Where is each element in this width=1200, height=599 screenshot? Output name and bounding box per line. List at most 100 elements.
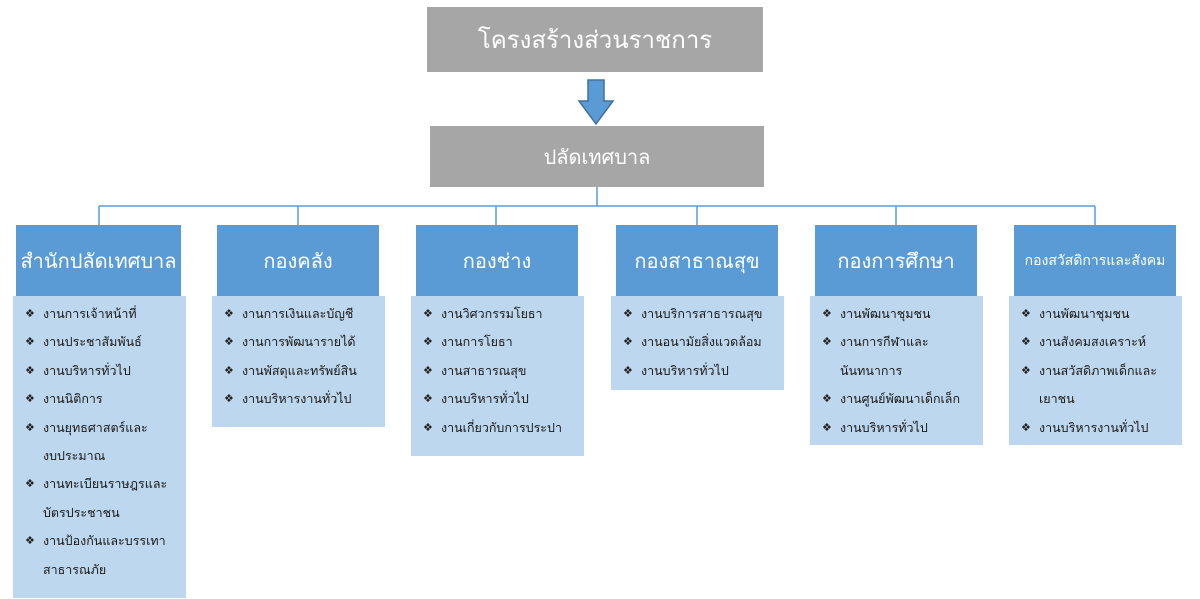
department-name: สำนักปลัดเทศบาล [20, 248, 177, 273]
department-header: กองคลัง [217, 225, 379, 296]
task-item: ❖ งานการพัฒนารายได้ [224, 328, 379, 356]
task-item: ❖ งานบริการสาธารณสุข [623, 300, 778, 328]
task-label: งานประชาสัมพันธ์ [43, 334, 142, 350]
task-label: งานนิติการ [43, 391, 103, 407]
task-label: งานการโยธา [441, 334, 513, 350]
task-label: งานบริการสาธารณสุข [641, 306, 763, 321]
task-label: งานพัฒนาชุมชน [840, 306, 931, 321]
task-item: ❖ งานทะเบียนราษฎรและ บัตรประชาชน [25, 470, 180, 527]
task-label: งานบริหารทั่วไป [840, 419, 928, 435]
task-item: ❖ งานสังคมสงเคราะห์ [1021, 328, 1176, 356]
task-item: ❖ งานศูนย์พัฒนาเด็กเล็ก [822, 385, 977, 413]
task-item: ❖ งานพัสดุและทรัพย์สิน [224, 357, 379, 385]
diamond-bullet-icon: ❖ [224, 307, 234, 320]
task-item: ❖ งานป้องกันและบรรเทา สาธารณภัย [25, 527, 180, 584]
task-item: ❖ งานเกี่ยวกับการประปา [423, 414, 578, 442]
task-item: ❖ งานพัฒนาชุมชน [1021, 300, 1176, 328]
task-label: งานบริหารงานทั่วไป [242, 391, 352, 407]
diamond-bullet-icon: ❖ [25, 363, 35, 377]
task-item: ❖งานการเจ้าหน้าที่ [25, 300, 180, 328]
task-label: งานการพัฒนารายได้ [242, 334, 356, 350]
diamond-bullet-icon: ❖ [822, 335, 832, 349]
task-label: งานพัฒนาชุมชน [1039, 306, 1130, 321]
task-label: งานการเจ้าหน้าที่ [43, 306, 137, 321]
department-header: กองสวัสดิการและสังคม [1014, 225, 1176, 296]
diamond-bullet-icon: ❖ [423, 420, 433, 434]
task-label: งานบริหารทั่วไป [641, 362, 729, 378]
diamond-bullet-icon: ❖ [423, 363, 433, 377]
task-item: ❖ งานนิติการ [25, 385, 180, 413]
department-name: กองช่าง [462, 248, 532, 273]
task-panel: ❖งานการเจ้าหน้าที่ ❖งานประชาสัมพันธ์ ❖งา… [13, 296, 186, 598]
diamond-bullet-icon: ❖ [25, 420, 35, 434]
diamond-bullet-icon: ❖ [623, 335, 633, 349]
diamond-bullet-icon: ❖ [822, 420, 832, 434]
task-label: งานบริหารทั่วไป [43, 362, 131, 378]
task-label: งานบริหารงานทั่วไป [1039, 419, 1149, 435]
task-label: งานพัสดุและทรัพย์สิน [242, 362, 357, 378]
task-label: งานการเงินและบัญชี [242, 306, 354, 321]
task-label: งานป้องกันและบรรเทา สาธารณภัย [43, 533, 166, 577]
diamond-bullet-icon: ❖ [423, 307, 433, 320]
diamond-bullet-icon: ❖ [822, 307, 832, 320]
head-position-label: ปลัดเทศบาล [543, 144, 651, 169]
chart-title: โครงสร้างส่วนราชการ [477, 26, 713, 54]
task-label: งานวิศวกรรมโยธา [441, 306, 543, 321]
task-label: งานอนามัยสิ่งแวดล้อม [641, 334, 762, 350]
head-position-box: ปลัดเทศบาล [430, 126, 764, 187]
diamond-bullet-icon: ❖ [623, 307, 633, 320]
task-panel: ❖งานพัฒนาชุมชน ❖งานการกีฬาและ นันทนาการ … [810, 296, 983, 445]
task-item: ❖ งานบริหารทั่วไป [623, 357, 778, 385]
task-item: ❖งานยุทธศาสตร์และ งบประมาณ [25, 414, 180, 471]
diamond-bullet-icon: ❖ [25, 534, 35, 548]
diamond-bullet-icon: ❖ [1021, 363, 1031, 377]
task-item: ❖ งานพัฒนาชุมชน [822, 300, 977, 328]
task-panel: ❖ งานวิศวกรรมโยธา ❖ งานการโยธา ❖ งานสาธารณส… [411, 296, 584, 456]
diamond-bullet-icon: ❖ [25, 477, 35, 491]
task-item: ❖ งานบริหารทั่วไป [25, 357, 180, 385]
diamond-bullet-icon: ❖ [1021, 307, 1031, 320]
chart-title-box: โครงสร้างส่วนราชการ [427, 7, 763, 72]
task-label: งานสวัสดิภาพเด็กและ เยาชน [1039, 362, 1157, 407]
diamond-bullet-icon: ❖ [224, 392, 234, 406]
diamond-bullet-icon: ❖ [224, 335, 234, 349]
task-item: ❖ งานสาธารณสุข [423, 357, 578, 385]
diamond-bullet-icon: ❖ [1021, 335, 1031, 349]
department-header: กองสาธาณสุข [616, 225, 778, 296]
diamond-bullet-icon: ❖ [423, 392, 433, 406]
task-label: งานศูนย์พัฒนาเด็กเล็ก [840, 391, 961, 407]
task-label: งานเกี่ยวกับการประปา [441, 419, 562, 435]
diamond-bullet-icon: ❖ [1021, 420, 1031, 434]
diamond-bullet-icon: ❖ [423, 335, 433, 349]
task-item: ❖ งานประชาสัมพันธ์ [25, 328, 180, 356]
diamond-bullet-icon: ❖ [224, 363, 234, 377]
task-label: งานการกีฬาและ นันทนาการ [840, 334, 929, 378]
task-panel: ❖ งานการเงินและบัญชี ❖ งานการพัฒนารายได้ ❖… [212, 296, 385, 427]
diamond-bullet-icon: ❖ [25, 335, 35, 349]
task-item: ❖ งานการเงินและบัญชี [224, 300, 379, 328]
task-item: ❖ งานบริหารทั่วไป [822, 414, 977, 442]
task-label: งานสังคมสงเคราะห์ [1039, 334, 1147, 350]
task-label: งานทะเบียนราษฎรและ บัตรประชาชน [43, 476, 168, 520]
task-item: ❖ งานการโยธา [423, 328, 578, 356]
task-item: ❖ งานการกีฬาและ นันทนาการ [822, 328, 977, 385]
diamond-bullet-icon: ❖ [623, 363, 633, 377]
department-header: กองการศึกษา [815, 225, 977, 296]
task-panel: ❖ งานบริการสาธารณสุข ❖ งานอนามัยสิ่งแวดล้อ… [611, 296, 784, 390]
task-item: ❖ งานบริหารงานทั่วไป [224, 385, 379, 413]
task-label: งานบริหารทั่วไป [441, 391, 529, 407]
task-item: ❖ งานบริหารทั่วไป [423, 385, 578, 413]
department-name: กองการศึกษา [837, 248, 955, 273]
task-item: ❖ งานสวัสดิภาพเด็กและ เยาชน [1021, 357, 1176, 414]
task-label: งานสาธารณสุข [441, 362, 527, 378]
department-header: กองช่าง [416, 225, 578, 296]
diamond-bullet-icon: ❖ [25, 392, 35, 406]
task-item: ❖ งานวิศวกรรมโยธา [423, 300, 578, 328]
department-header: สำนักปลัดเทศบาล [16, 225, 181, 296]
department-name: กองคลัง [263, 248, 333, 273]
down-arrow [577, 79, 615, 126]
diamond-bullet-icon: ❖ [822, 392, 832, 406]
task-panel: ❖ งานพัฒนาชุมชน ❖ งานสังคมสงเคราะห์ ❖ งานสว… [1009, 296, 1182, 445]
department-name: กองสาธาณสุข [634, 248, 760, 273]
